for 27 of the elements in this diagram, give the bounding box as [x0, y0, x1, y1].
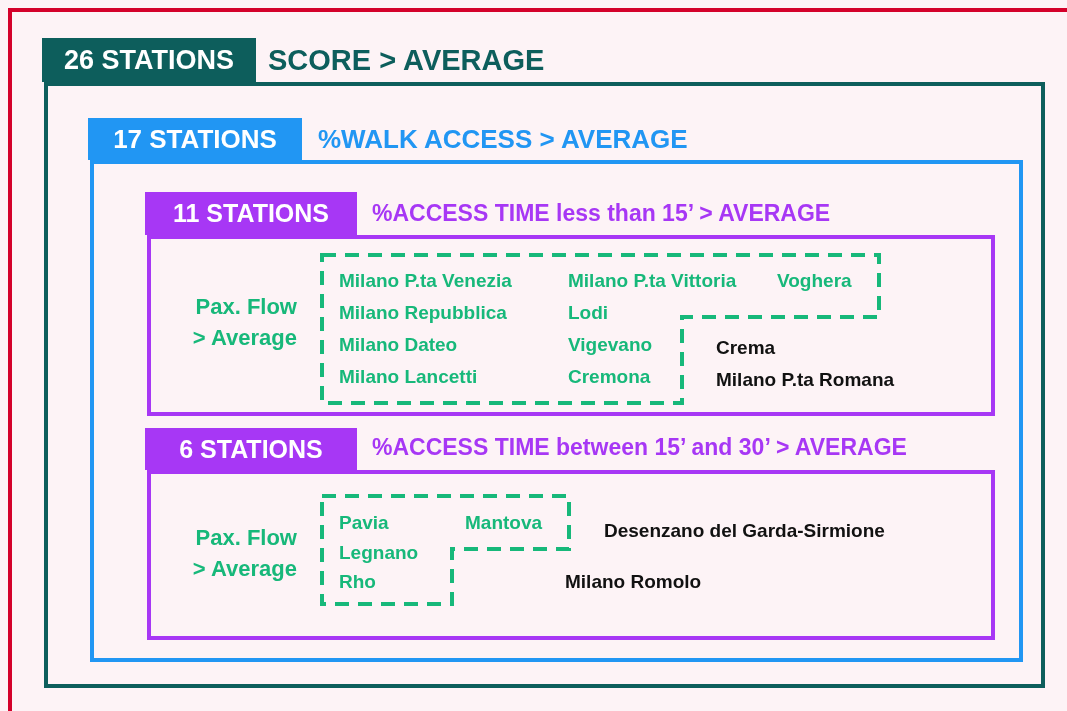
criterion-label: Pax. Flow > Average — [191, 293, 297, 352]
station-name: Lodi — [568, 303, 609, 322]
count-tab: 17 STATIONS — [88, 118, 302, 160]
station-name: Voghera — [777, 271, 852, 290]
count-tab: 11 STATIONS — [145, 192, 357, 235]
station-name: Crema — [716, 338, 776, 357]
group-heading: %WALK ACCESS > AVERAGE — [318, 126, 688, 152]
station-name: Milano Dateo — [339, 335, 458, 354]
count-tab: 26 STATIONS — [42, 38, 256, 82]
station-name: Milano P.ta Vittoria — [568, 271, 737, 290]
station-name: Milano P.ta Romana — [716, 370, 895, 389]
criterion-label: Pax. Flow > Average — [191, 524, 297, 583]
station-name: Legnano — [339, 543, 419, 562]
station-name: Desenzano del Garda-Sirmione — [604, 521, 885, 540]
station-name: Mantova — [465, 513, 543, 532]
station-name: Pavia — [339, 513, 389, 532]
station-name: Milano Lancetti — [339, 367, 478, 386]
station-name: Milano Romolo — [565, 572, 702, 591]
station-name: Cremona — [568, 367, 651, 386]
group-heading: %ACCESS TIME between 15’ and 30’ > AVERAGE — [372, 436, 907, 459]
station-name: Rho — [339, 572, 376, 591]
group-heading: %ACCESS TIME less than 15’ > AVERAGE — [372, 202, 831, 225]
station-name: Milano Repubblica — [339, 303, 507, 322]
count-tab: 6 STATIONS — [145, 428, 357, 470]
station-name: Milano P.ta Venezia — [339, 271, 512, 290]
station-name: Vigevano — [568, 335, 653, 354]
group-heading: SCORE > AVERAGE — [268, 46, 545, 75]
